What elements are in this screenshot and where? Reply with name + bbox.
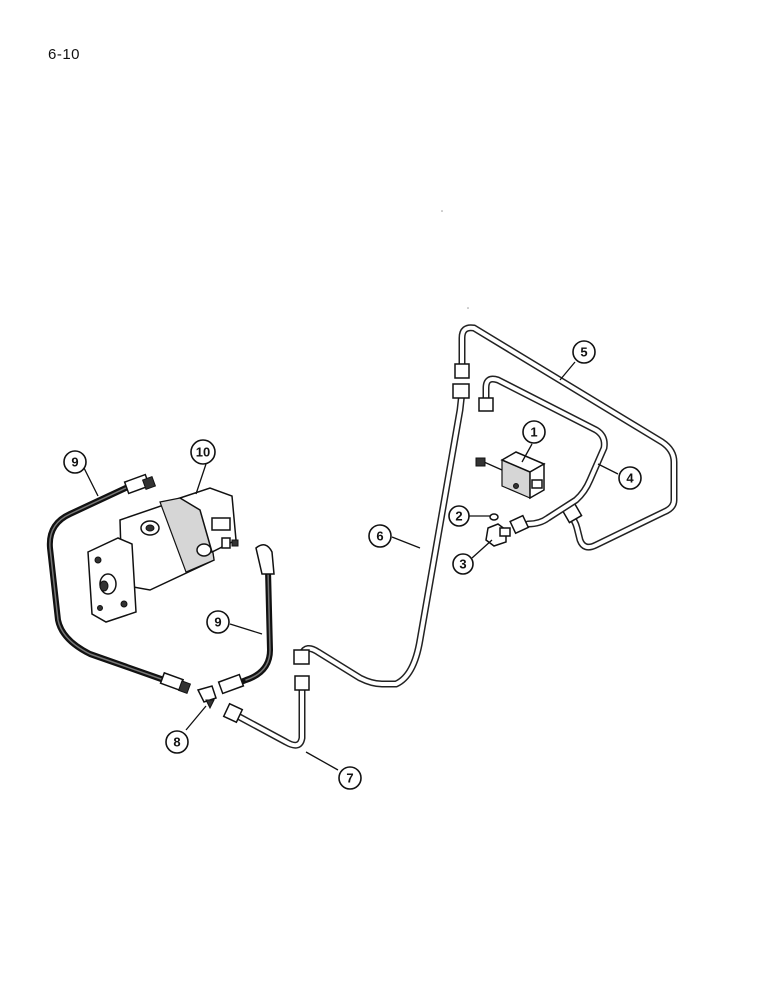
callout-2-label: 2: [455, 509, 462, 524]
callout-9-right: 9: [206, 610, 230, 634]
tube-7: [222, 675, 310, 749]
callout-9-left-label: 9: [71, 455, 78, 470]
callout-9-left: 9: [63, 450, 87, 474]
hydraulic-pump: [87, 487, 239, 623]
callout-4: 4: [618, 466, 642, 490]
callout-3-label: 3: [459, 557, 466, 572]
scan-speck: [467, 307, 469, 309]
callout-10-label: 10: [196, 445, 210, 460]
tube-4: [478, 375, 608, 535]
o-ring: [489, 513, 499, 521]
callout-7: 7: [338, 766, 362, 790]
callout-1: 1: [522, 420, 546, 444]
hose-9-right: [217, 544, 275, 695]
callout-5: 5: [572, 340, 596, 364]
callout-10: 10: [190, 439, 216, 465]
page-number: 6-10: [48, 46, 81, 63]
callout-9-right-label: 9: [214, 615, 221, 630]
callout-7-label: 7: [346, 771, 353, 786]
scan-speck: [441, 210, 443, 212]
tube-5: [454, 324, 678, 551]
callout-4-label: 4: [626, 471, 634, 486]
callout-3: 3: [452, 553, 474, 575]
callout-6: 6: [368, 524, 392, 548]
hose-9-left: [46, 473, 192, 695]
valve-block: [475, 451, 546, 500]
adapter-fitting: [196, 685, 217, 710]
callout-8-label: 8: [173, 735, 180, 750]
tube-6: [293, 383, 470, 688]
callout-6-label: 6: [376, 529, 383, 544]
callout-8: 8: [165, 730, 189, 754]
leader-lines: [83, 361, 619, 771]
callout-5-label: 5: [580, 345, 587, 360]
callout-2: 2: [448, 505, 470, 527]
callout-1-label: 1: [530, 425, 537, 440]
